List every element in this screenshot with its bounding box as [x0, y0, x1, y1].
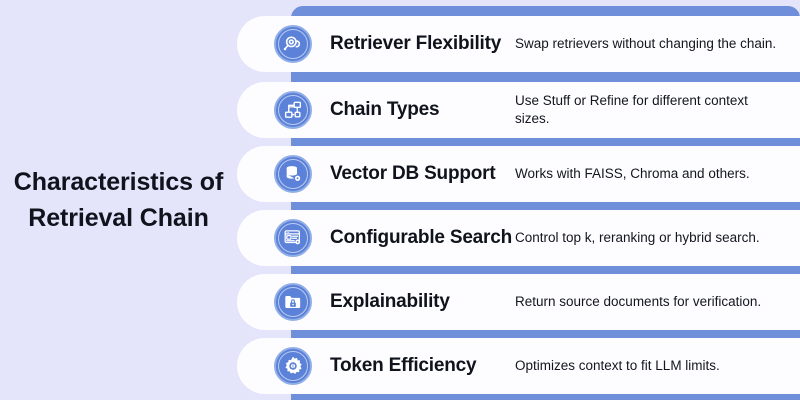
- magnifier-retriever-icon: [274, 25, 312, 63]
- feature-title: Token Efficiency: [330, 355, 477, 377]
- feature-row[interactable]: Chain Types Use Stuff or Refine for diff…: [237, 82, 800, 138]
- flowchart-nodes-icon: [274, 91, 312, 129]
- feature-description: Return source documents for verification…: [515, 294, 762, 310]
- database-gear-icon: [274, 155, 312, 193]
- feature-description: Optimizes context to fit LLM limits.: [515, 358, 720, 374]
- feature-title: Chain Types: [330, 99, 440, 121]
- heading-block: Characteristics of Retrieval Chain: [0, 0, 237, 400]
- feature-title: Vector DB Support: [330, 163, 496, 185]
- browser-window-gear-icon: [274, 219, 312, 257]
- feature-row[interactable]: Retriever Flexibility Swap retrievers wi…: [237, 16, 800, 72]
- gear-cog-icon: [274, 347, 312, 385]
- feature-description: Control top k, reranking or hybrid searc…: [515, 230, 760, 246]
- feature-description: Swap retrievers without changing the cha…: [515, 36, 777, 52]
- feature-row[interactable]: Configurable Search Control top k, reran…: [237, 210, 800, 266]
- feature-row[interactable]: Explainability Return source documents f…: [237, 274, 800, 330]
- feature-title: Explainability: [330, 291, 450, 313]
- feature-row[interactable]: Vector DB Support Works with FAISS, Chro…: [237, 146, 800, 202]
- folder-lock-icon: [274, 283, 312, 321]
- feature-title: Retriever Flexibility: [330, 33, 502, 55]
- feature-description: Use Stuff or Refine for different contex…: [515, 93, 748, 126]
- feature-description: Works with FAISS, Chroma and others.: [515, 166, 750, 182]
- feature-title: Configurable Search: [330, 227, 513, 249]
- page-title: Characteristics of Retrieval Chain: [13, 167, 224, 232]
- feature-row[interactable]: Token Efficiency Optimizes context to fi…: [237, 338, 800, 394]
